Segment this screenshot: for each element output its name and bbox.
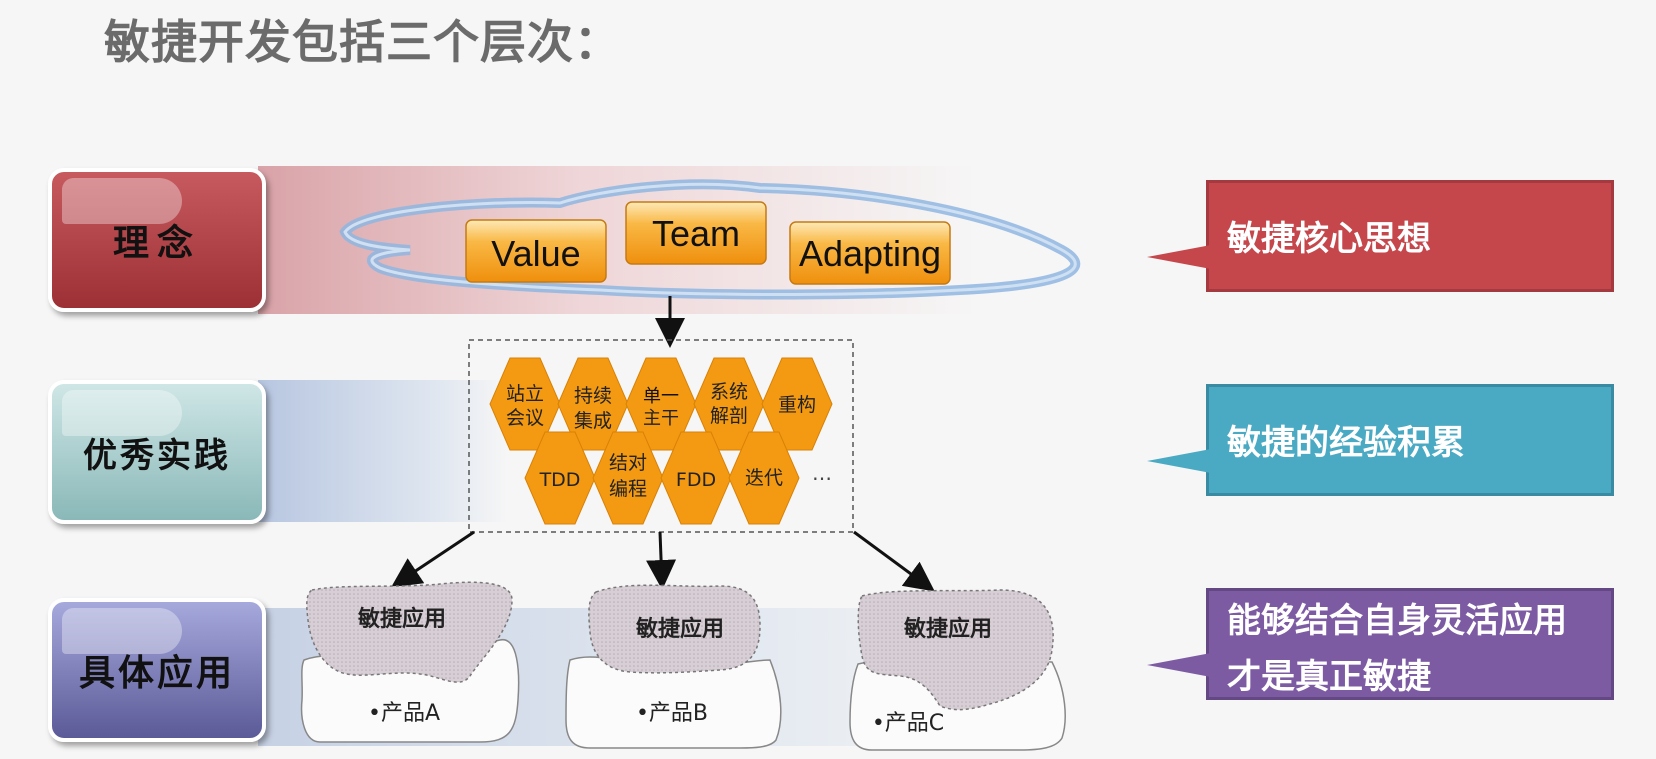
practice-hex-tdd: TDD (524, 431, 596, 525)
practice-hex-pair: 结对 编程 (592, 431, 664, 525)
callout-experience: 敏捷的经验积累 (1147, 384, 1614, 496)
app-blob-b (588, 584, 761, 674)
practice-hex-fdd: FDD (660, 431, 732, 525)
cloud-shape (339, 179, 1081, 300)
value-label-value: Value (491, 233, 580, 274)
practice-text: 持续 (574, 385, 612, 407)
practice-text: 重构 (778, 394, 816, 416)
practice-text: 集成 (574, 410, 612, 432)
practice-text: 会议 (506, 407, 544, 429)
app-label-a: 敏捷应用 (357, 606, 446, 632)
app-label-b: 敏捷应用 (635, 616, 724, 642)
level-concept-label: 理念 (112, 222, 201, 264)
value-box-team: Team (625, 201, 767, 265)
callout-core-idea-text: 敏捷核心思想 (1227, 219, 1431, 259)
callout-true-agile-line1: 能够结合自身灵活应用 (1227, 601, 1567, 641)
practice-ellipsis: … (812, 461, 832, 485)
practice-text: 系统 (710, 381, 748, 403)
practice-text: 主干 (643, 408, 679, 429)
callout-true-agile-line2: 才是真正敏捷 (1227, 657, 1431, 697)
callout-experience-text: 敏捷的经验积累 (1227, 423, 1465, 463)
level-concept: 理念 (48, 168, 266, 312)
page-title: 敏捷开发包括三个层次： (104, 15, 621, 69)
practice-hex-system: 系统 解剖 (693, 357, 765, 451)
product-label-a: •产品A (368, 701, 440, 726)
value-box-adapting: Adapting (789, 221, 951, 285)
practice-hex-trunk: 单一 主干 (625, 357, 697, 451)
level-application-label: 具体应用 (78, 652, 235, 694)
practice-text: 编程 (609, 478, 647, 500)
practice-hex-iteration: 迭代 (728, 431, 800, 525)
value-box-value: Value (465, 219, 607, 283)
practice-text: 迭代 (745, 467, 783, 489)
arrow-practice-to-app-b (646, 531, 677, 590)
value-label-adapting: Adapting (799, 233, 941, 274)
level-practice-label: 优秀实践 (83, 435, 231, 476)
product-label-b: •产品B (636, 701, 708, 726)
app-blob-c (857, 589, 1054, 711)
practice-hex-refactor: 重构 (761, 357, 833, 451)
level-application: 具体应用 (48, 598, 266, 742)
value-label-team: Team (652, 213, 740, 254)
callout-core-idea: 敏捷核心思想 (1147, 180, 1614, 292)
practice-text: 单一 (643, 386, 679, 407)
practice-hex-standup: 站立 会议 (489, 357, 561, 451)
level-band-practice (258, 380, 508, 522)
practice-text: 解剖 (710, 405, 748, 427)
callout-true-agile: 能够结合自身灵活应用 才是真正敏捷 (1147, 588, 1614, 700)
app-label-c: 敏捷应用 (903, 616, 992, 642)
app-blob-a (306, 581, 513, 683)
product-label-c: •产品C (872, 711, 944, 736)
practice-hex-ci: 持续 集成 (557, 357, 629, 451)
level-practice: 优秀实践 (48, 380, 266, 524)
practice-text: TDD (539, 469, 581, 491)
arrow-practice-to-app-a (391, 530, 475, 588)
practice-text: 站立 (506, 383, 544, 405)
practice-text: 结对 (609, 452, 647, 474)
arrow-practice-to-app-c (853, 530, 935, 592)
practice-text: FDD (676, 469, 716, 491)
